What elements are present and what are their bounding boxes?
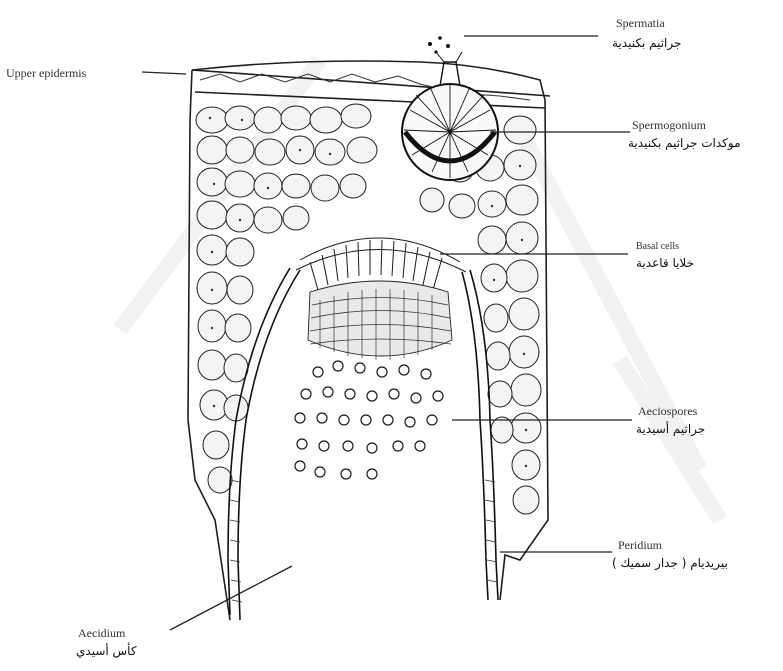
aecidium-arabic-label: كأس أسيدي <box>76 644 137 659</box>
spermogonium <box>402 52 498 180</box>
aeciospore-chains <box>308 281 452 356</box>
peridium-arabic-label: بيريديام ( جدار سميك ) <box>612 556 728 571</box>
spermogonium-label: Spermogonium <box>632 118 706 132</box>
spermatia-arabic-label: جراثيم بكنيدية <box>612 36 681 51</box>
aeciospores-arabic-label: جراثيم أسيدية <box>636 422 705 437</box>
basal-cells-arabic-label: خلايا قاعدية <box>636 256 694 271</box>
spermogonium-arabic-label: موكدات جراثيم بكنيدية <box>628 136 741 151</box>
spermatia-label: Spermatia <box>616 16 665 30</box>
basal-cells-label: Basal cells <box>636 240 679 254</box>
aecidium-label: Aecidium <box>78 626 125 640</box>
peridium-cells <box>230 480 497 602</box>
spermatia-dots <box>428 36 450 53</box>
loose-aeciospores <box>295 361 443 479</box>
aeciospores-label: Aeciospores <box>638 404 697 418</box>
peridium-label: Peridium <box>618 538 662 552</box>
upper-epidermis-label: Upper epidermis <box>6 66 86 80</box>
